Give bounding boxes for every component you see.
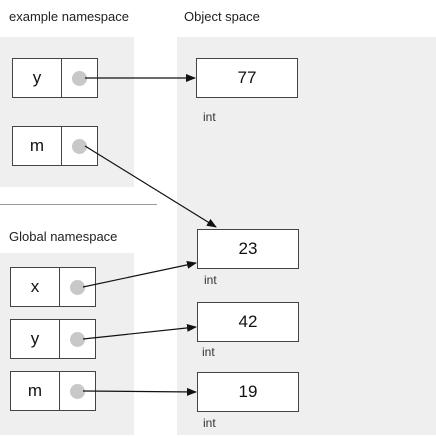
example-variable-m: m: [12, 126, 98, 166]
int-object-42: 42: [197, 302, 299, 342]
global-variable-m: m: [10, 371, 96, 411]
variable-name: m: [13, 127, 62, 165]
reference-dot: [72, 70, 87, 86]
int-object-23: 23: [197, 229, 299, 269]
global-namespace-heading: Global namespace: [9, 229, 118, 244]
reference-dot: [70, 383, 85, 399]
namespace-separator: [0, 204, 157, 205]
int-object-19: 19: [197, 372, 299, 412]
global-variable-y: y: [10, 319, 96, 359]
variable-name: x: [11, 268, 60, 306]
global-variable-x: x: [10, 267, 96, 307]
int-object-77: 77: [196, 58, 298, 98]
type-label: int: [202, 345, 215, 359]
variable-name: y: [11, 320, 60, 358]
type-label: int: [203, 110, 216, 124]
reference-dot: [70, 331, 85, 347]
example-namespace-heading: example namespace: [9, 9, 129, 24]
variable-name: m: [11, 372, 60, 410]
variable-name: y: [13, 59, 62, 97]
reference-dot: [72, 138, 87, 154]
reference-dot: [70, 279, 85, 295]
example-variable-y: y: [12, 58, 98, 98]
type-label: int: [204, 273, 217, 287]
object-space-heading: Object space: [184, 9, 260, 24]
type-label: int: [203, 416, 216, 430]
